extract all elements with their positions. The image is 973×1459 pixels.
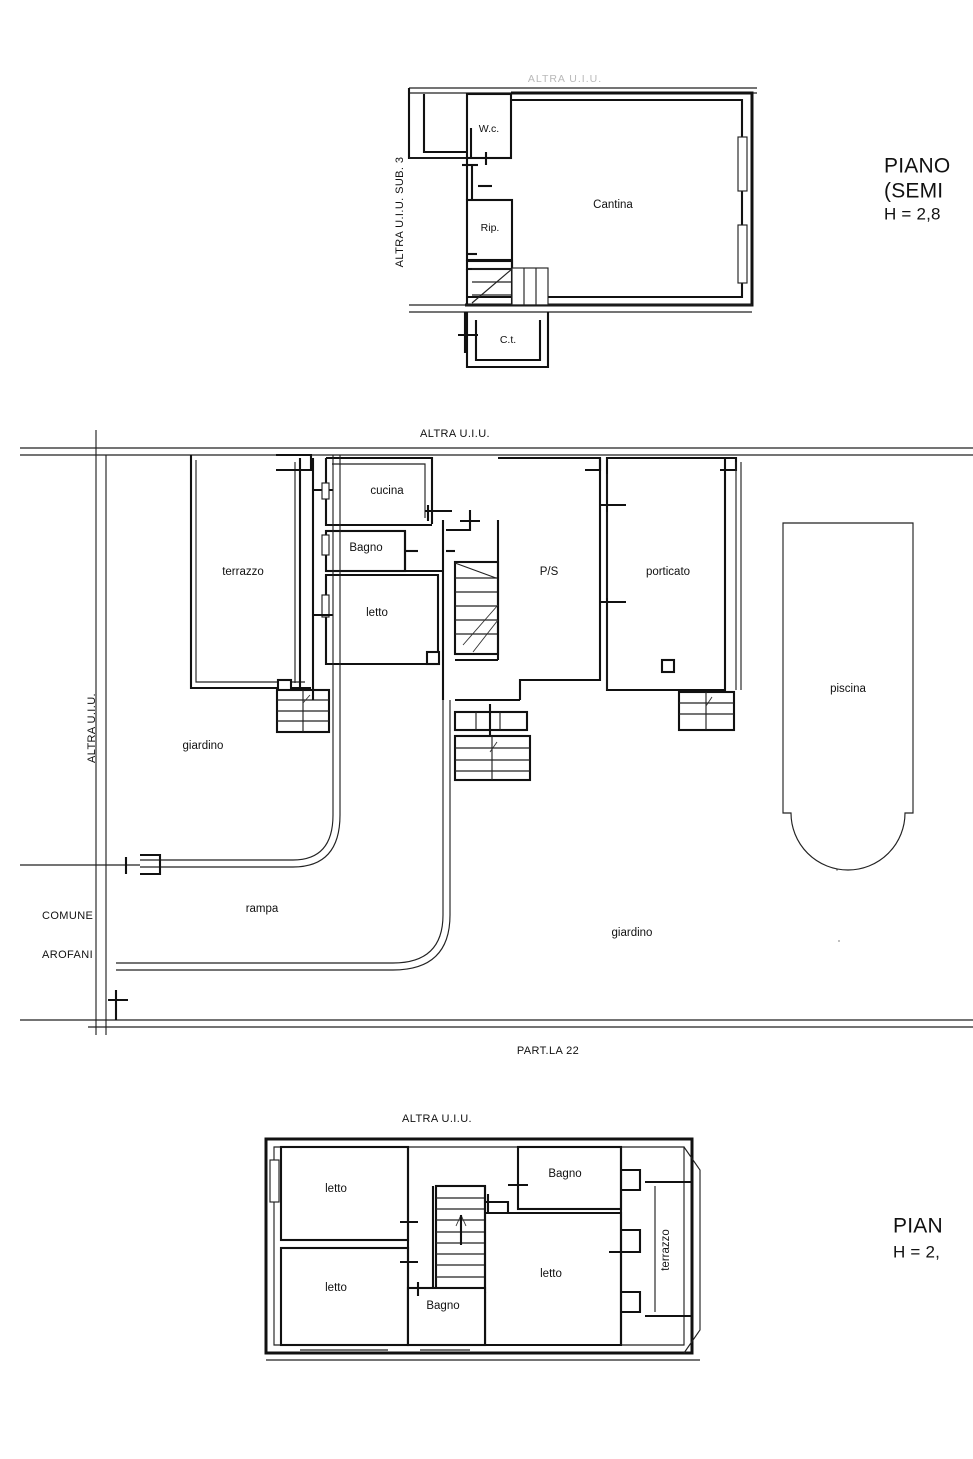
label-partla-22: PART.LA 22 bbox=[517, 1045, 579, 1057]
terrazzo-pp-notch-1 bbox=[621, 1168, 642, 1192]
room-label-bagno-pp-1: Bagno bbox=[548, 1168, 581, 1180]
terrazzo-pp-notch-3 bbox=[621, 1290, 642, 1314]
room-letto-pp-3: letto bbox=[483, 1211, 623, 1347]
label-comune: COMUNE bbox=[42, 910, 93, 922]
room-label-cucina: cucina bbox=[370, 485, 404, 497]
wall-upper-left bbox=[407, 88, 467, 160]
label-altra-uiu-top-faded: ALTRA U.I.U. bbox=[528, 73, 602, 85]
letto-pt-window bbox=[321, 594, 330, 618]
staircase-seminterrato bbox=[465, 259, 549, 306]
title-piano-seminterrato-line3: H = 2,8 bbox=[884, 204, 941, 223]
piscina-outline bbox=[782, 522, 914, 871]
room-label-cantina: Cantina bbox=[593, 199, 633, 211]
room-label-rip: Rip. bbox=[481, 222, 500, 234]
staircase-piano-terra bbox=[453, 520, 500, 662]
window-right-upper bbox=[737, 136, 748, 192]
staircase-piano-primo bbox=[431, 1184, 487, 1294]
rampa-edge-outer bbox=[140, 455, 334, 861]
room-label-ps: P/S bbox=[540, 566, 559, 578]
cucina-wall-left bbox=[324, 458, 432, 527]
letto-pt-post bbox=[425, 650, 441, 666]
terrazzo-pp-rail-ends bbox=[645, 1180, 692, 1318]
room-porticato: porticato bbox=[605, 456, 727, 692]
room-label-letto-pp-3: letto bbox=[540, 1268, 562, 1280]
terrazzo-wall-inner bbox=[195, 460, 305, 683]
floor-piano-primo: ALTRA U.I.U. letto letto bbox=[264, 1113, 943, 1361]
room-label-letto-pp-2: letto bbox=[325, 1282, 347, 1294]
room-label-terrazzo-pt: terrazzo bbox=[222, 566, 264, 578]
porticato-post bbox=[660, 658, 676, 674]
room-label-letto-pt: letto bbox=[366, 607, 388, 619]
rampa-edge-inner-b bbox=[116, 700, 451, 971]
floor-piano-terra: ALTRA U.I.U. ALTRA U.I.U. COMUNE AROFANI… bbox=[20, 428, 973, 1057]
label-altra-uiu-left-pt: ALTRA U.I.U. bbox=[86, 693, 98, 763]
room-label-piscina: piscina bbox=[830, 683, 866, 695]
room-label-bagno-pp-2: Bagno bbox=[426, 1300, 459, 1312]
room-label-giardino-2: giardino bbox=[612, 927, 653, 939]
letto-pp-2-outline bbox=[279, 1246, 410, 1347]
room-label-ct: C.t. bbox=[500, 334, 516, 346]
terrazzo-step-top bbox=[276, 453, 313, 472]
room-ct-outline bbox=[465, 312, 550, 369]
pt-corridor-top bbox=[446, 510, 472, 532]
room-wc-outline bbox=[465, 92, 513, 160]
staircase-terrazzo-exit bbox=[275, 688, 331, 734]
terrazzo-pp-outer-edge bbox=[683, 1146, 701, 1354]
room-letto-pp-2: letto bbox=[279, 1246, 410, 1347]
pt-spine-bagno bbox=[403, 531, 443, 573]
room-label-bagno-pt: Bagno bbox=[349, 542, 382, 554]
pp-corridor-top bbox=[484, 1200, 510, 1213]
ps-door-opening bbox=[585, 456, 602, 472]
room-terrazzo-pp: terrazzo bbox=[619, 1146, 701, 1354]
label-altra-uiu-sub3: ALTRA U.I.U. SUB. 3 bbox=[394, 157, 406, 268]
room-bagno-pp-1: Bagno bbox=[516, 1145, 623, 1211]
room-terrazzo-pt: terrazzo bbox=[189, 453, 313, 695]
room-label-letto-pp-1: letto bbox=[325, 1183, 347, 1195]
window-right-lower bbox=[737, 224, 748, 284]
title-piano-seminterrato-line1: PIANO bbox=[884, 155, 950, 178]
title-piano-primo-line1: PIAN bbox=[893, 1215, 943, 1238]
room-bagno-pp-2: Bagno bbox=[406, 1286, 487, 1347]
bagno-pp-2-outline bbox=[406, 1286, 487, 1347]
room-rip-outline bbox=[465, 198, 514, 262]
area-rampa: rampa bbox=[116, 455, 451, 971]
floor-seminterrato: ALTRA U.I.U. W.c. Cantina bbox=[394, 73, 950, 369]
cucina-window bbox=[321, 482, 330, 500]
rampa-gate bbox=[140, 853, 162, 876]
bagno-pt-window bbox=[321, 534, 330, 556]
ps-wall-right bbox=[518, 458, 602, 700]
room-label-porticato: porticato bbox=[646, 566, 690, 578]
label-altra-uiu-top-pp: ALTRA U.I.U. bbox=[402, 1113, 472, 1125]
title-piano-seminterrato-line2: (SEMI bbox=[884, 180, 943, 203]
title-piano-primo-line2: H = 2, bbox=[893, 1242, 940, 1261]
pp-outer-wall bbox=[264, 1137, 694, 1355]
porticato-door bbox=[720, 456, 738, 472]
letto-pp-1-outline bbox=[279, 1145, 410, 1242]
terrazzo-wall-outer bbox=[189, 455, 311, 690]
room-letto-pp-1: letto bbox=[279, 1145, 410, 1242]
rampa-edge-inner bbox=[116, 700, 444, 964]
room-piscina: piscina bbox=[782, 522, 914, 871]
cucina-wall bbox=[326, 456, 434, 524]
room-bagno-pt: Bagno bbox=[324, 529, 407, 573]
label-garofani: AROFANI bbox=[42, 949, 93, 961]
wall-upper-left-inner bbox=[422, 94, 467, 154]
room-label-wc: W.c. bbox=[479, 123, 499, 135]
terrazzo-pp-notch-2 bbox=[621, 1228, 642, 1254]
cantina-inner-wall bbox=[468, 98, 744, 299]
room-label-terrazzo-pp: terrazzo bbox=[660, 1229, 672, 1271]
letto-pt-outline bbox=[324, 573, 440, 666]
room-cucina: cucina bbox=[324, 456, 434, 527]
room-ct-inner bbox=[474, 320, 542, 362]
room-label-rampa: rampa bbox=[246, 903, 279, 915]
label-altra-uiu-top-pt: ALTRA U.I.U. bbox=[420, 428, 490, 440]
room-letto-pt: letto bbox=[324, 573, 440, 666]
room-label-giardino-1: giardino bbox=[183, 740, 224, 752]
rampa-edge-outer-b bbox=[140, 455, 341, 868]
staircase-ps-exit bbox=[453, 704, 532, 782]
staircase-porticato bbox=[677, 690, 736, 732]
cucina-wall-inner bbox=[332, 463, 426, 518]
letto-pp-1-window bbox=[269, 1159, 280, 1203]
